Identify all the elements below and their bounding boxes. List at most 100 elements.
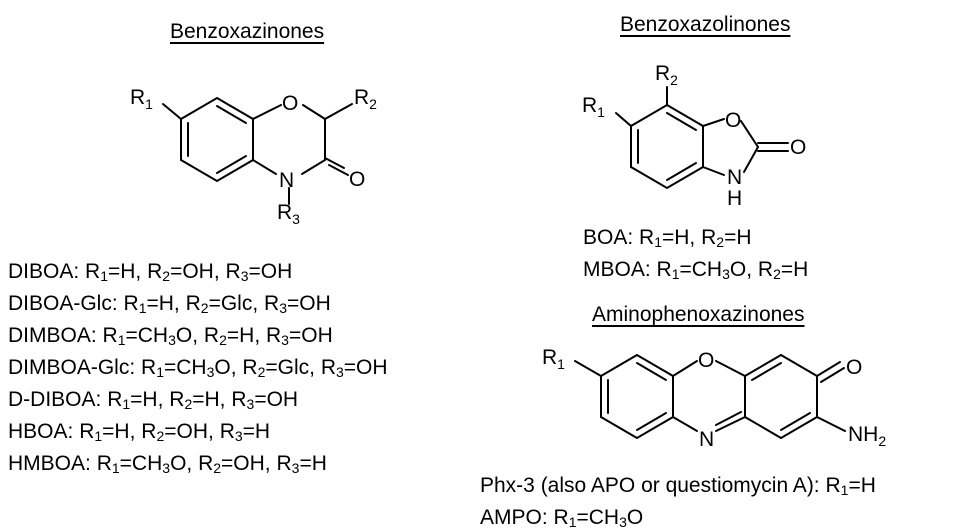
compound-line: BOA: R1=H, R2=H <box>583 226 752 250</box>
compound-name: HMBOA: <box>8 452 91 475</box>
substituent-symbol: R <box>198 452 214 475</box>
substituent-subscript: 1 <box>111 460 120 476</box>
substituent-subscript: 3 <box>168 332 176 348</box>
substituent-symbol: R <box>123 292 139 315</box>
substituent-subscript: 2 <box>716 234 725 250</box>
benzoxazinone-carbonyl-o-label: O <box>349 168 365 191</box>
benzoxazinone-n-label: N <box>279 169 294 192</box>
substituent-subscript: 3 <box>206 364 215 380</box>
compound-line: AMPO: R1=CH3O <box>480 506 643 530</box>
substituent-subscript: 3 <box>162 460 171 476</box>
substituent-symbol: R <box>320 356 336 379</box>
substituent-value: O, <box>175 324 204 347</box>
substituent-symbol: R <box>276 452 292 475</box>
substituent-subscript: 1 <box>117 332 126 348</box>
substituent-value: =Glc, <box>208 292 265 315</box>
compound-line: Phx-3 (also APO or questiomycin A): R1=H <box>480 474 876 498</box>
substituent-value: =H <box>724 226 752 249</box>
aminophenoxazinone-r1-label: R1 <box>542 346 565 372</box>
substituent-value: =CH <box>119 452 163 475</box>
compound-name: DIBOA: <box>8 260 80 283</box>
substituent-symbol: R <box>231 388 247 411</box>
compound-line: HBOA: R1=H, R2=OH, R3=H <box>8 420 270 444</box>
substituent-subscript: 3 <box>619 514 627 530</box>
substituent-subscript: 1 <box>671 266 680 282</box>
compound-name: Phx-3 (also APO or questiomycin A): <box>480 474 820 497</box>
substituent-symbol: R <box>219 420 235 443</box>
substituent-value: =H <box>299 452 327 475</box>
substituent-symbol: R <box>225 260 241 283</box>
compound-line: HMBOA: R1=CH3O, R2=OH, R3=H <box>8 452 327 476</box>
substituent-value: =H, <box>226 324 266 347</box>
substituent-value: O, <box>729 258 758 281</box>
compound-line: DIMBOA-Glc: R1=CH3O, R2=Glc, R3=OH <box>8 356 388 380</box>
substituent-value: =OH, <box>221 452 277 475</box>
substituent-subscript: 1 <box>654 234 662 250</box>
aminophenoxazinone-left-ring <box>600 353 674 440</box>
substituent-value: =H <box>242 420 271 443</box>
substituent-symbol: R <box>185 292 201 315</box>
substituent-symbol: R <box>203 324 220 347</box>
substituent-subscript: 3 <box>335 364 344 380</box>
substituent-symbol: R <box>107 388 123 411</box>
substituent-symbol: R <box>169 388 185 411</box>
substituent-subscript: 2 <box>257 364 266 380</box>
substituent-subscript: 3 <box>291 460 300 476</box>
compound-name: D-DIBOA: <box>8 388 102 411</box>
substituent-symbol: R <box>96 452 112 475</box>
compound-line: MBOA: R1=CH3O, R2=H <box>583 258 808 282</box>
substituent-value: =OH <box>343 356 388 379</box>
substituent-subscript: 2 <box>156 428 165 444</box>
substituent-value: =H, <box>192 388 232 411</box>
substituent-subscript: 3 <box>279 300 287 316</box>
substituent-symbol: R <box>141 420 157 443</box>
substituent-subscript: 1 <box>94 428 103 444</box>
compound-line: DIMBOA: R1=CH3O, R2=H, R3=OH <box>8 324 333 348</box>
compound-name: DIMBOA: <box>8 324 97 347</box>
substituent-symbol: R <box>79 420 95 443</box>
benzoxazinone-r2-label: R2 <box>354 86 377 112</box>
substituent-subscript: 1 <box>138 300 147 316</box>
substituent-subscript: 3 <box>722 266 730 282</box>
substituent-value: =H, <box>146 292 186 315</box>
benzoxazolinones-heading: Benzoxazolinones <box>620 13 791 36</box>
substituent-subscript: 2 <box>213 460 222 476</box>
compound-name: HBOA: <box>8 420 74 443</box>
aminophenoxazinone-o-label: O <box>698 349 714 372</box>
substituent-symbol: R <box>553 506 569 529</box>
substituent-symbol: R <box>266 324 282 347</box>
substituent-value: =CH <box>679 258 723 281</box>
substituent-symbol: R <box>701 226 717 249</box>
substituent-symbol: R <box>102 324 118 347</box>
substituent-value: =CH <box>125 324 169 347</box>
aminophenoxazinone-carbonyl-o-label: O <box>846 356 862 379</box>
substituent-subscript: 1 <box>568 514 577 530</box>
substituent-value: O, <box>170 452 199 475</box>
benzoxazinone-r3-label: R3 <box>277 201 300 227</box>
substituent-value: =H <box>780 258 809 281</box>
aminophenoxazinones-heading: Aminophenoxazinones <box>592 303 805 326</box>
substituent-subscript: 3 <box>240 268 249 284</box>
substituent-value: =CH <box>163 356 207 379</box>
substituent-subscript: 3 <box>246 396 255 412</box>
compound-line: DIBOA-Glc: R1=H, R2=Glc, R3=OH <box>8 292 331 316</box>
substituent-symbol: R <box>147 260 163 283</box>
substituent-value: =Glc, <box>265 356 321 379</box>
substituent-value: =OH, <box>164 420 220 443</box>
benzoxazinones-heading: Benzoxazinones <box>170 20 325 43</box>
benzoxazolinone-h-label: H <box>727 187 742 210</box>
substituent-value: =H, <box>108 260 148 283</box>
aminophenoxazinone-n-label: N <box>699 428 714 451</box>
benzoxazolinone-carbonyl-o-label: O <box>790 136 806 159</box>
compound-name: BOA: <box>583 226 634 249</box>
compound-name: AMPO: <box>480 506 548 529</box>
substituent-value: =OH <box>254 388 299 411</box>
benzoxazinone-o-label: O <box>282 92 298 115</box>
substituent-symbol: R <box>825 474 841 497</box>
substituent-subscript: 1 <box>840 482 849 498</box>
substituent-value: O <box>626 506 644 529</box>
substituent-symbol: R <box>141 356 157 379</box>
substituent-value: =CH <box>576 506 620 529</box>
